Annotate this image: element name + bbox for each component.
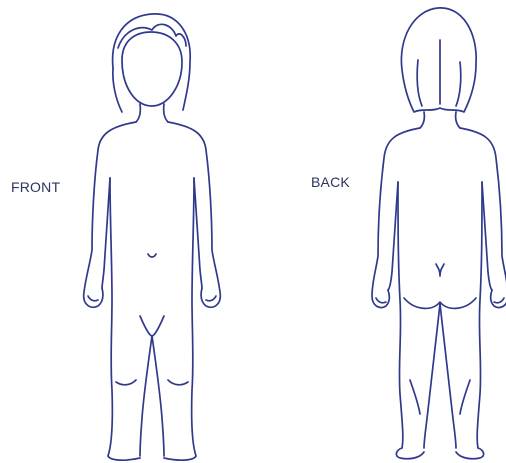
back-neck-left [420, 112, 424, 128]
front-left-hand [88, 296, 98, 301]
front-hair-fringe [118, 24, 186, 48]
back-figure-icon [372, 8, 506, 459]
back-left-hip [398, 182, 403, 448]
back-right-calf [460, 380, 470, 414]
front-right-knee [168, 380, 188, 385]
front-right-inner-leg [152, 336, 164, 456]
front-right-hip [192, 178, 196, 456]
back-left-calf [410, 380, 420, 414]
front-right-foot [164, 456, 196, 460]
front-hair-left [113, 68, 122, 112]
back-right-side [460, 128, 506, 308]
back-right-foot [456, 448, 484, 459]
front-hair [113, 14, 191, 110]
back-spine-mark [436, 264, 444, 276]
back-left-inner-arm [388, 182, 398, 290]
front-left-inner-arm [102, 178, 110, 288]
back-hair-strands [417, 40, 461, 106]
front-face [122, 32, 182, 106]
front-left-hip [108, 178, 112, 456]
front-right-inner-arm [194, 178, 202, 288]
front-right-hand [206, 296, 216, 301]
front-neck-left [136, 104, 140, 122]
front-figure-icon [84, 14, 221, 460]
back-left-inner-leg [424, 304, 440, 448]
back-right-hand [494, 298, 504, 303]
back-head [401, 8, 476, 112]
back-right-inner-arm [482, 182, 492, 290]
front-left-knee [116, 380, 136, 385]
front-neck-right [164, 104, 168, 122]
front-left-inner-leg [140, 336, 152, 456]
back-right-inner-leg [440, 304, 456, 448]
back-neck-right [456, 112, 460, 128]
front-left-foot [108, 456, 140, 460]
back-right-hip [477, 182, 482, 448]
front-crotch [140, 316, 164, 336]
front-navel [148, 254, 156, 257]
back-left-hand [376, 298, 386, 303]
back-left-foot [396, 448, 424, 459]
